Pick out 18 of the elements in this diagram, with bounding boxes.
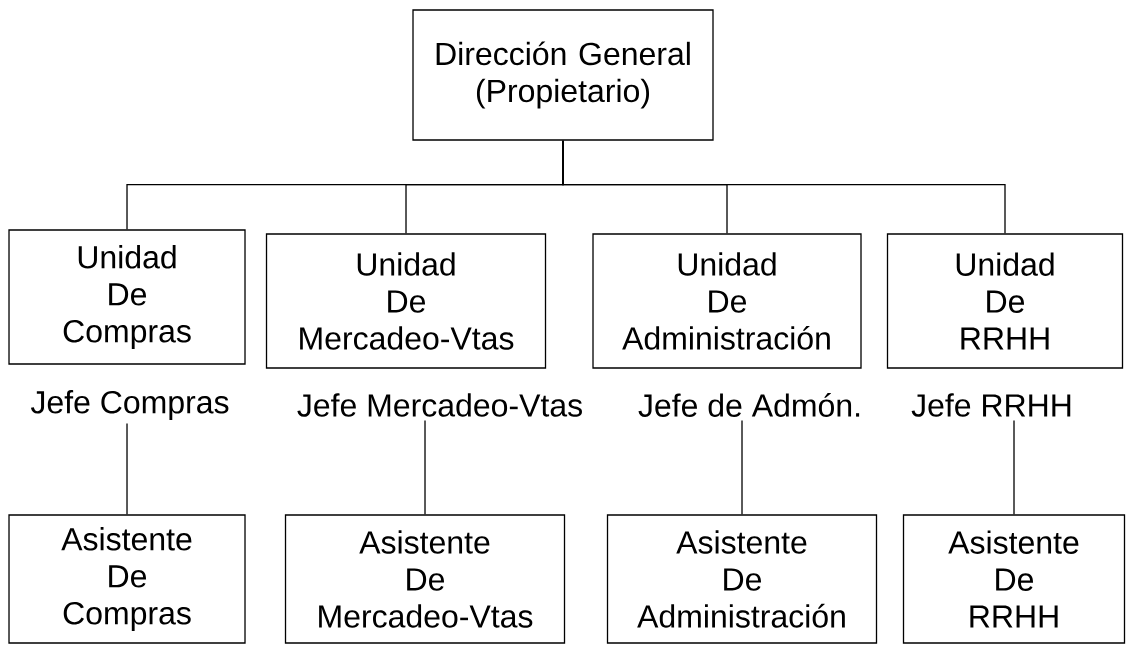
- position-label: Jefe Compras: [30, 390, 229, 420]
- position-label: Jefe Mercadeo-Vtas: [297, 393, 582, 417]
- director-box: Dirección General (Propietario): [412, 9, 714, 141]
- connector-line: [126, 422, 128, 515]
- unit-box: Unidad De Mercadeo-Vtas: [265, 233, 547, 369]
- unit-box: Unidad De Administración: [592, 233, 862, 369]
- unit-box: Asistente De Mercadeo-Vtas: [284, 514, 566, 644]
- position-label: Jefe de Admón.: [638, 393, 860, 417]
- connector-line: [741, 419, 743, 515]
- position-label: Jefe RRHH: [911, 393, 1071, 417]
- unit-box: Asistente De Compras: [8, 514, 246, 644]
- unit-box: Unidad De Compras: [8, 229, 246, 365]
- connector-line: [424, 419, 426, 515]
- connector-line: [562, 140, 1006, 234]
- connector-line: [1013, 419, 1015, 515]
- unit-box: Asistente De RRHH: [902, 514, 1126, 644]
- unit-box: Unidad De RRHH: [886, 233, 1124, 369]
- unit-box: Asistente De Administración: [606, 514, 878, 644]
